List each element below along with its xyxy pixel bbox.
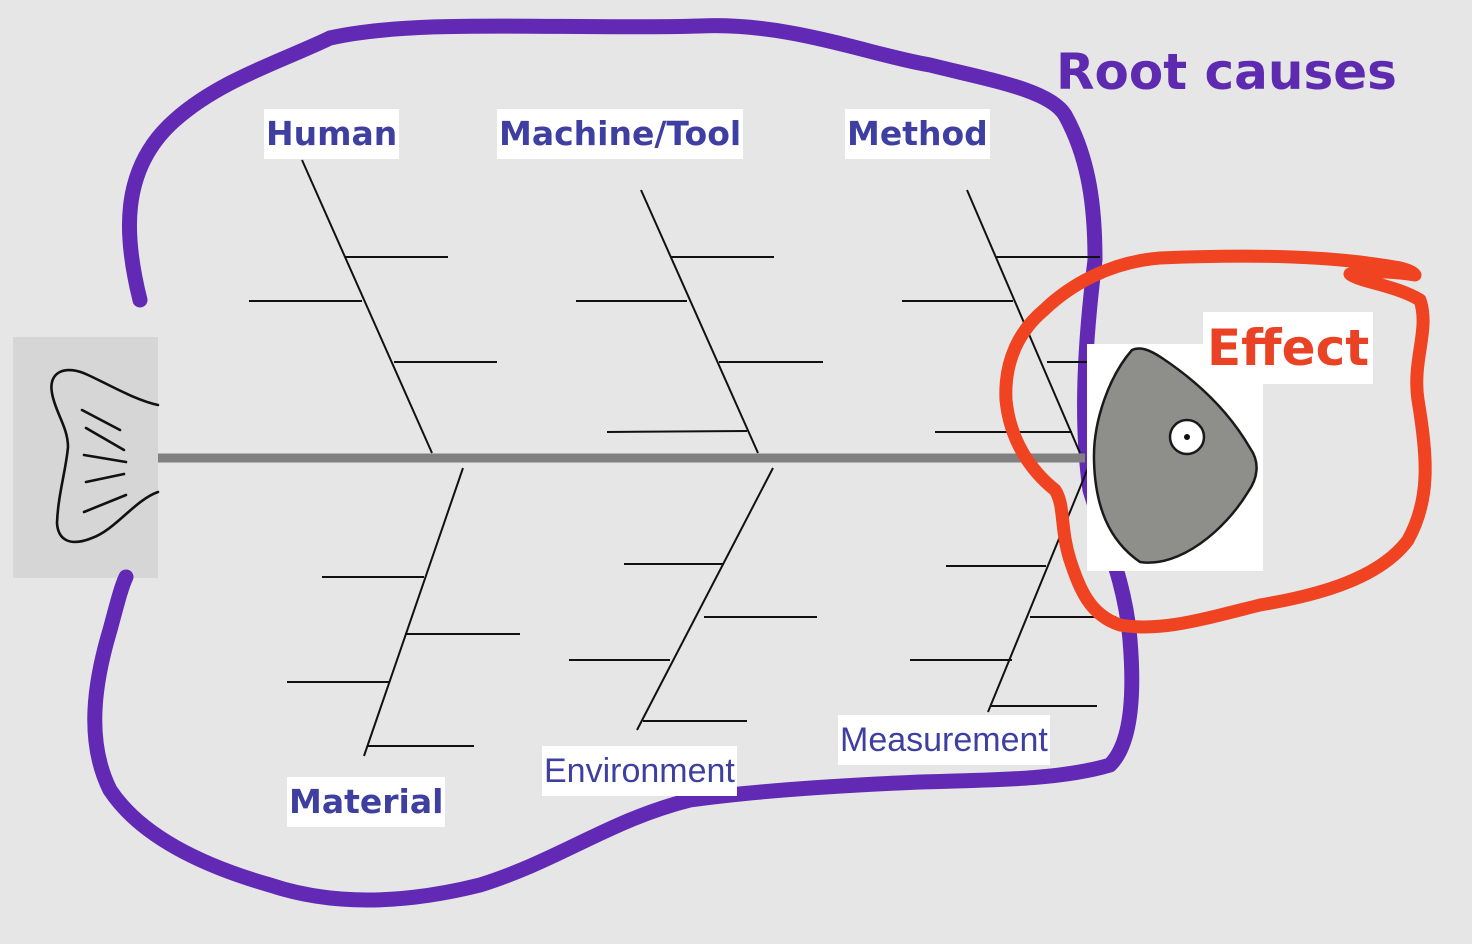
root-causes-outline (87, 18, 1140, 908)
effect-outline (999, 249, 1432, 634)
sub-bone (606, 430, 748, 433)
category-label-environment: Environment (542, 746, 737, 796)
effect-label: Effect (1203, 312, 1374, 384)
fish-head-icon (1092, 347, 1258, 564)
bone-measurement (987, 467, 1089, 713)
bone-material (363, 467, 464, 757)
bone-environment (636, 467, 774, 731)
bone-method (966, 189, 1081, 454)
category-label-human: Human (264, 109, 400, 159)
bone-human (301, 159, 433, 454)
tail-panel (13, 337, 158, 578)
category-label-machine-tool: Machine/Tool (497, 109, 744, 159)
fish-tail-icon (50, 368, 160, 544)
root-causes-label: Root causes (1056, 43, 1397, 101)
category-label-method: Method (845, 109, 990, 159)
category-label-material: Material (287, 777, 446, 827)
category-label-measurement: Measurement (838, 715, 1050, 765)
bone-machine-tool (640, 189, 759, 454)
